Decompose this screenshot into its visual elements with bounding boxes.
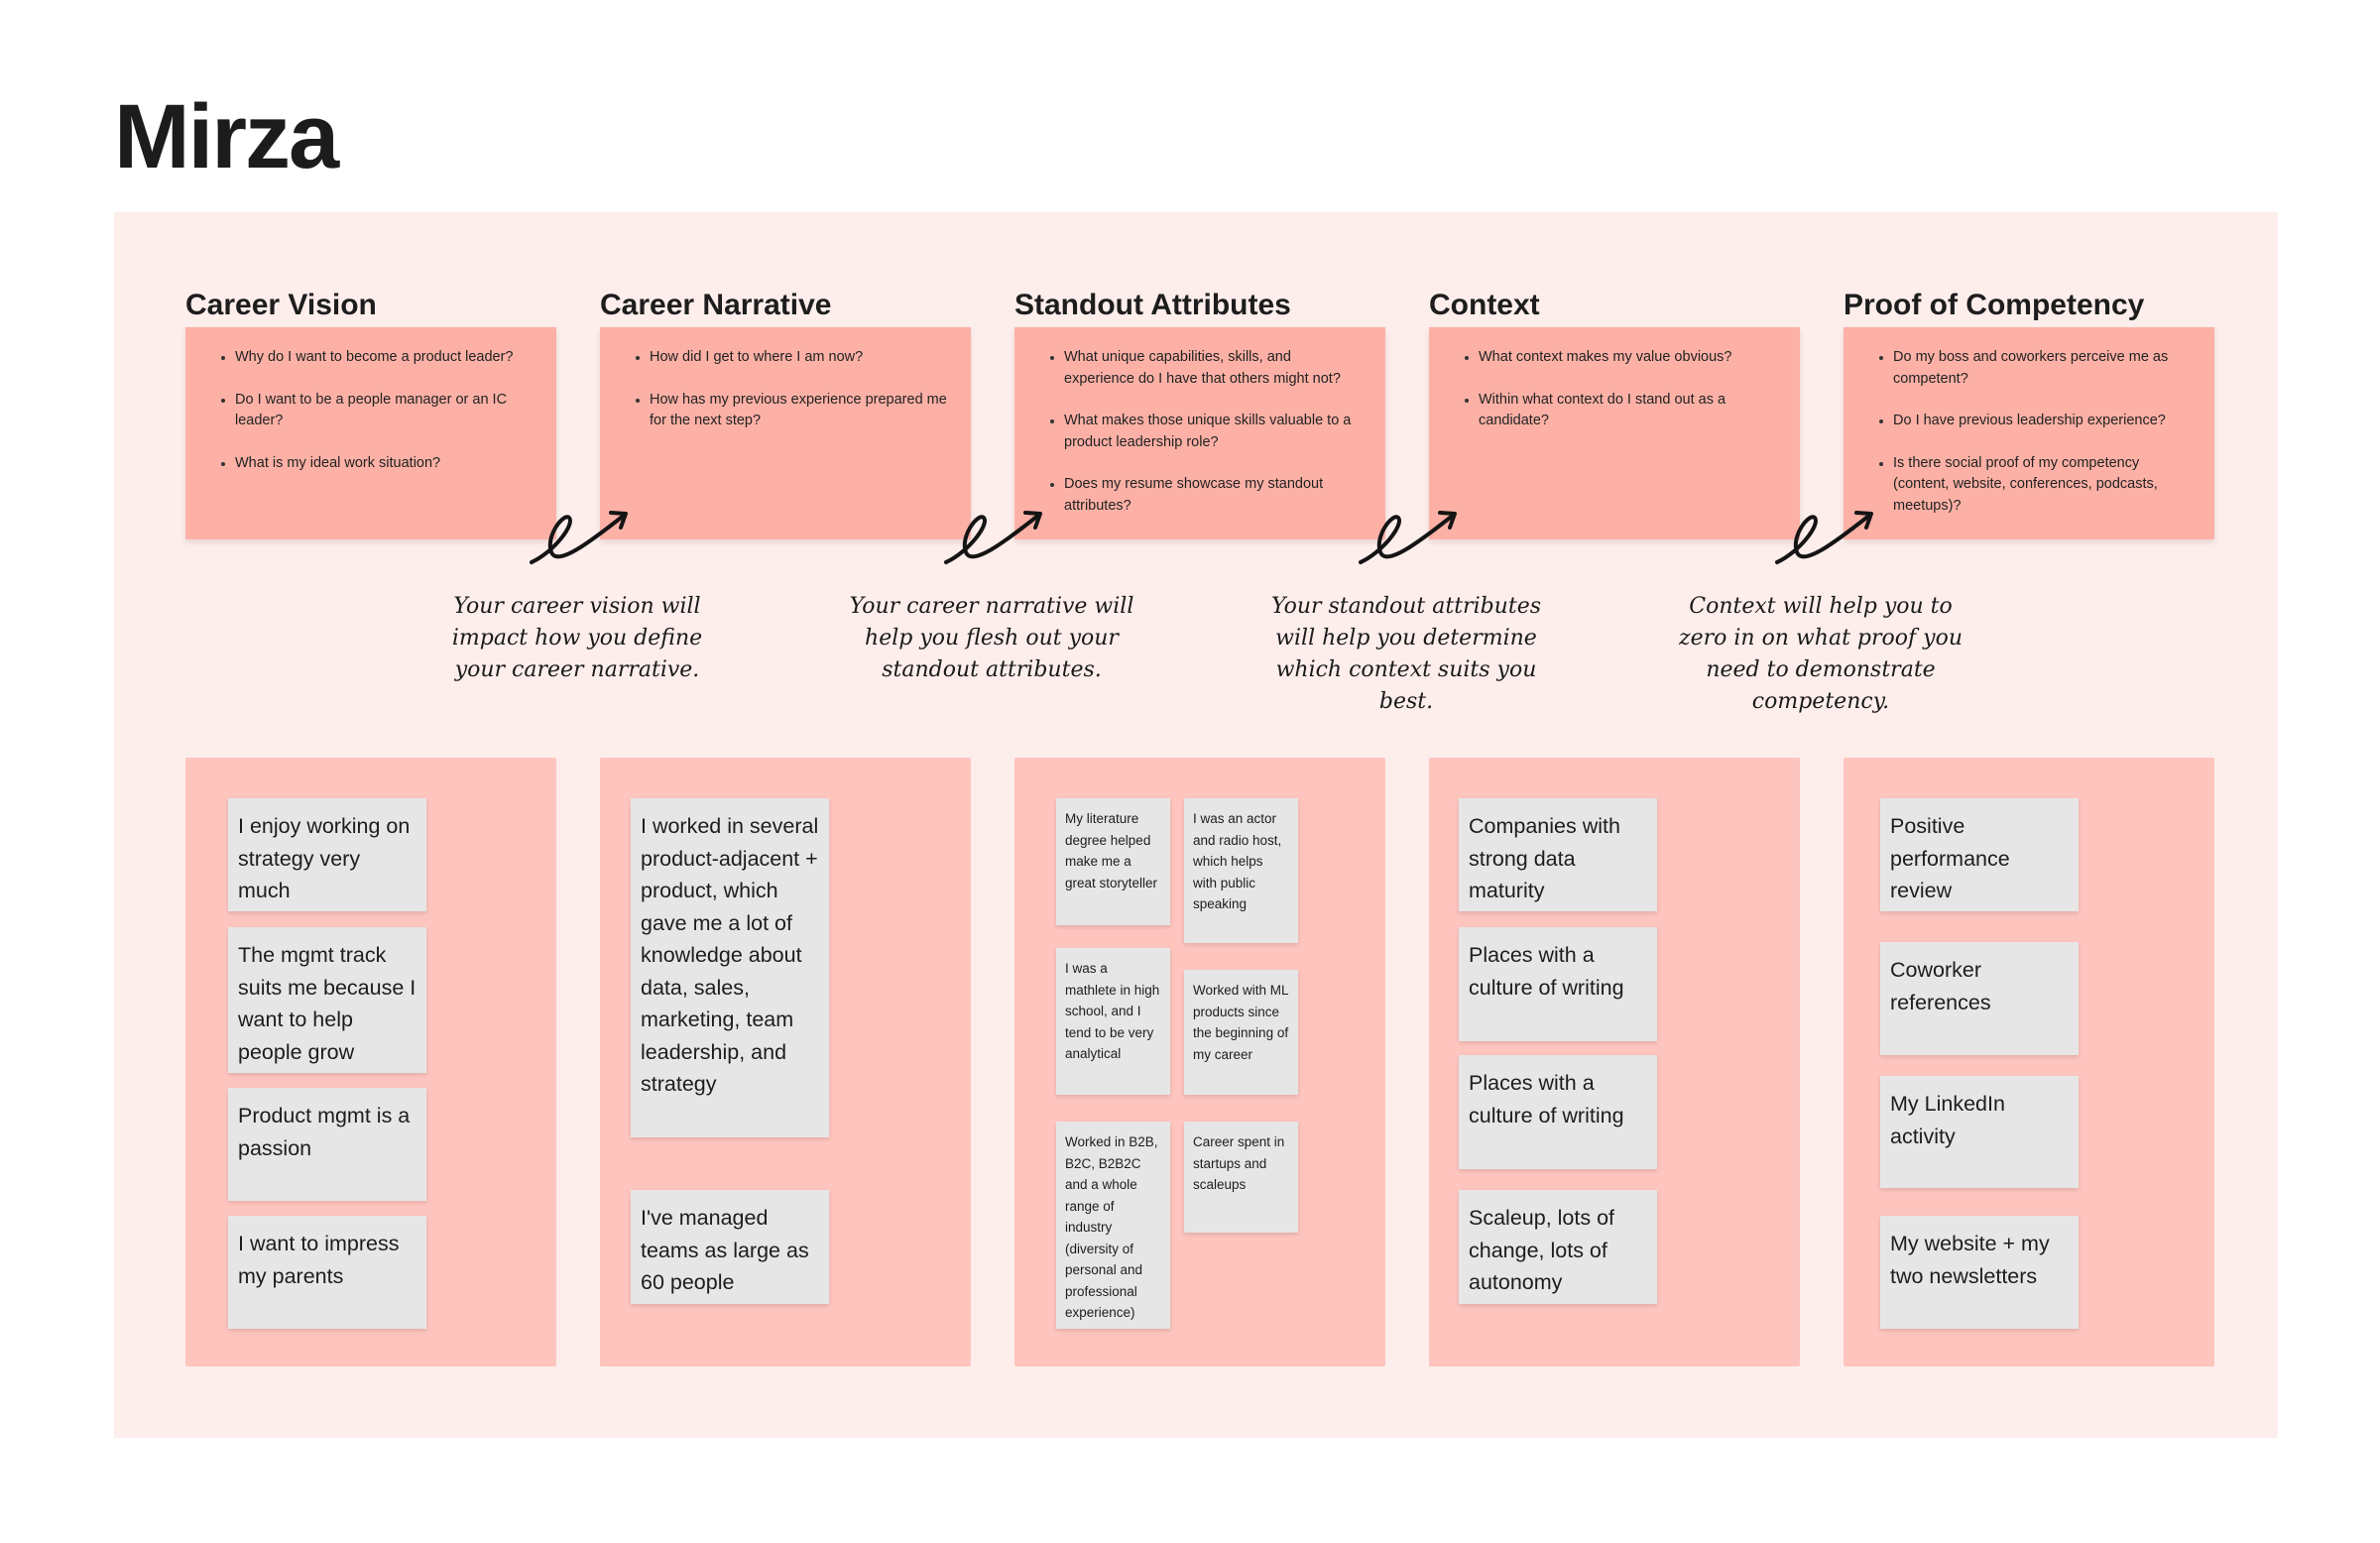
column-title-standout-attributes: Standout Attributes: [1014, 289, 1291, 321]
page-title: Mirza: [114, 86, 339, 187]
question-item: What context makes my value obvious?: [1465, 347, 1776, 369]
question-card-career-narrative[interactable]: How did I get to where I am now? How has…: [600, 327, 971, 539]
question-list: How did I get to where I am now? How has…: [624, 347, 947, 432]
question-list: Do my boss and coworkers perceive me as …: [1867, 347, 2191, 517]
question-item: How did I get to where I am now?: [636, 347, 947, 369]
transition-caption: Your career vision will impact how you d…: [451, 594, 703, 682]
sticky-note[interactable]: Worked with ML products since the beginn…: [1184, 970, 1298, 1095]
sticky-note[interactable]: Places with a culture of writing: [1459, 1055, 1657, 1169]
sticky-note[interactable]: Coworker references: [1880, 942, 2079, 1055]
curly-arrow-icon: [944, 511, 1042, 564]
column-title-context: Context: [1429, 289, 1540, 321]
curly-arrow-icon: [530, 511, 628, 564]
question-item: Do I have previous leadership experience…: [1879, 411, 2191, 432]
question-card-standout-attributes[interactable]: What unique capabilities, skills, and ex…: [1014, 327, 1385, 539]
curly-arrow-icon: [1359, 511, 1457, 564]
sticky-note[interactable]: I worked in several product-adjacent + p…: [631, 798, 829, 1137]
question-card-context[interactable]: What context makes my value obvious? Wit…: [1429, 327, 1800, 539]
sticky-note[interactable]: I've managed teams as large as 60 people: [631, 1190, 829, 1304]
question-item: Why do I want to become a product leader…: [221, 347, 533, 369]
question-item: What is my ideal work situation?: [221, 453, 533, 475]
sticky-note[interactable]: Scaleup, lots of change, lots of autonom…: [1459, 1190, 1657, 1304]
sticky-note[interactable]: Positive performance review: [1880, 798, 2079, 911]
question-list: Why do I want to become a product leader…: [209, 347, 533, 474]
column-title-career-narrative: Career Narrative: [600, 289, 832, 321]
question-item: Do my boss and coworkers perceive me as …: [1879, 347, 2191, 390]
question-item: How has my previous experience prepared …: [636, 390, 947, 432]
sticky-note[interactable]: The mgmt track suits me because I want t…: [228, 927, 426, 1073]
question-list: What context makes my value obvious? Wit…: [1453, 347, 1776, 432]
curly-arrow-icon: [1775, 511, 1873, 564]
question-item: Within what context do I stand out as a …: [1465, 390, 1776, 432]
sticky-note[interactable]: Worked in B2B, B2C, B2B2C and a whole ra…: [1056, 1122, 1170, 1329]
column-title-proof-of-competency: Proof of Competency: [1844, 289, 2145, 321]
question-item: Does my resume showcase my standout attr…: [1050, 474, 1362, 517]
question-list: What unique capabilities, skills, and ex…: [1038, 347, 1362, 517]
sticky-note[interactable]: My LinkedIn activity: [1880, 1076, 2079, 1188]
transition-caption: Your standout attributes will help you d…: [1270, 594, 1542, 714]
sticky-note[interactable]: I enjoy working on strategy very much: [228, 798, 426, 911]
sticky-note[interactable]: Companies with strong data maturity: [1459, 798, 1657, 911]
question-item: Do I want to be a people manager or an I…: [221, 390, 533, 432]
question-item: What unique capabilities, skills, and ex…: [1050, 347, 1362, 390]
sticky-note[interactable]: My website + my two newsletters: [1880, 1216, 2079, 1329]
question-card-career-vision[interactable]: Why do I want to become a product leader…: [185, 327, 556, 539]
sticky-note[interactable]: Places with a culture of writing: [1459, 927, 1657, 1041]
transition-caption: Your career narrative will help you fles…: [849, 594, 1134, 682]
sticky-note[interactable]: I was an actor and radio host, which hel…: [1184, 798, 1298, 943]
question-card-proof-of-competency[interactable]: Do my boss and coworkers perceive me as …: [1844, 327, 2214, 539]
column-title-career-vision: Career Vision: [185, 289, 377, 321]
sticky-note[interactable]: I want to impress my parents: [228, 1216, 426, 1329]
question-item: What makes those unique skills valuable …: [1050, 411, 1362, 453]
question-item: Is there social proof of my competency (…: [1879, 453, 2191, 518]
sticky-note[interactable]: I was a mathlete in high school, and I t…: [1056, 948, 1170, 1095]
sticky-note[interactable]: My literature degree helped make me a gr…: [1056, 798, 1170, 925]
sticky-note[interactable]: Career spent in startups and scaleups: [1184, 1122, 1298, 1233]
transition-caption: Context will help you to zero in on what…: [1679, 594, 1963, 714]
sticky-note[interactable]: Product mgmt is a passion: [228, 1088, 426, 1201]
